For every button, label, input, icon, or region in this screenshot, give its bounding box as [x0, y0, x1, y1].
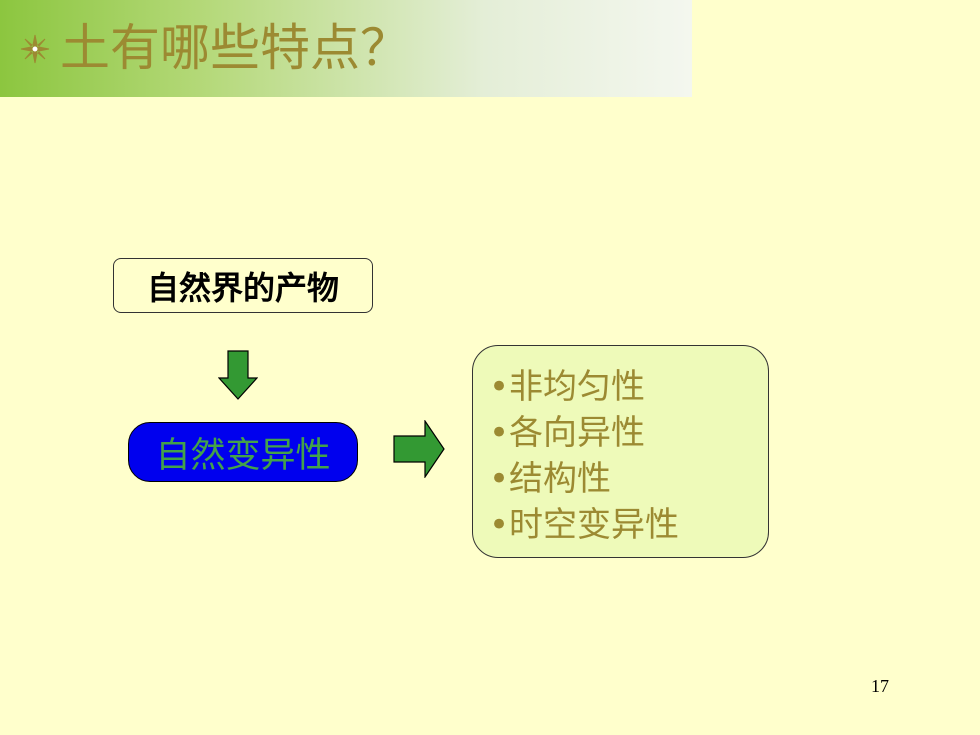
property-item: •各向异性 [489, 413, 646, 453]
property-item: •结构性 [489, 459, 612, 499]
arrow-down-icon [218, 350, 258, 400]
origin-box: 自然界的产物 [113, 258, 373, 313]
property-item: •时空变异性 [489, 505, 680, 545]
properties-box: •非均匀性 •各向异性 •结构性 •时空变异性 [472, 345, 769, 558]
page-number: 17 [871, 676, 889, 696]
variability-pill: 自然变异性 [128, 422, 358, 482]
title-bar: 土有哪些特点？ [0, 0, 692, 97]
asterisk-star-icon [20, 34, 50, 64]
arrow-right-icon [393, 420, 445, 478]
slide-title: 土有哪些特点？ [60, 19, 410, 77]
property-item: •非均匀性 [489, 367, 646, 407]
